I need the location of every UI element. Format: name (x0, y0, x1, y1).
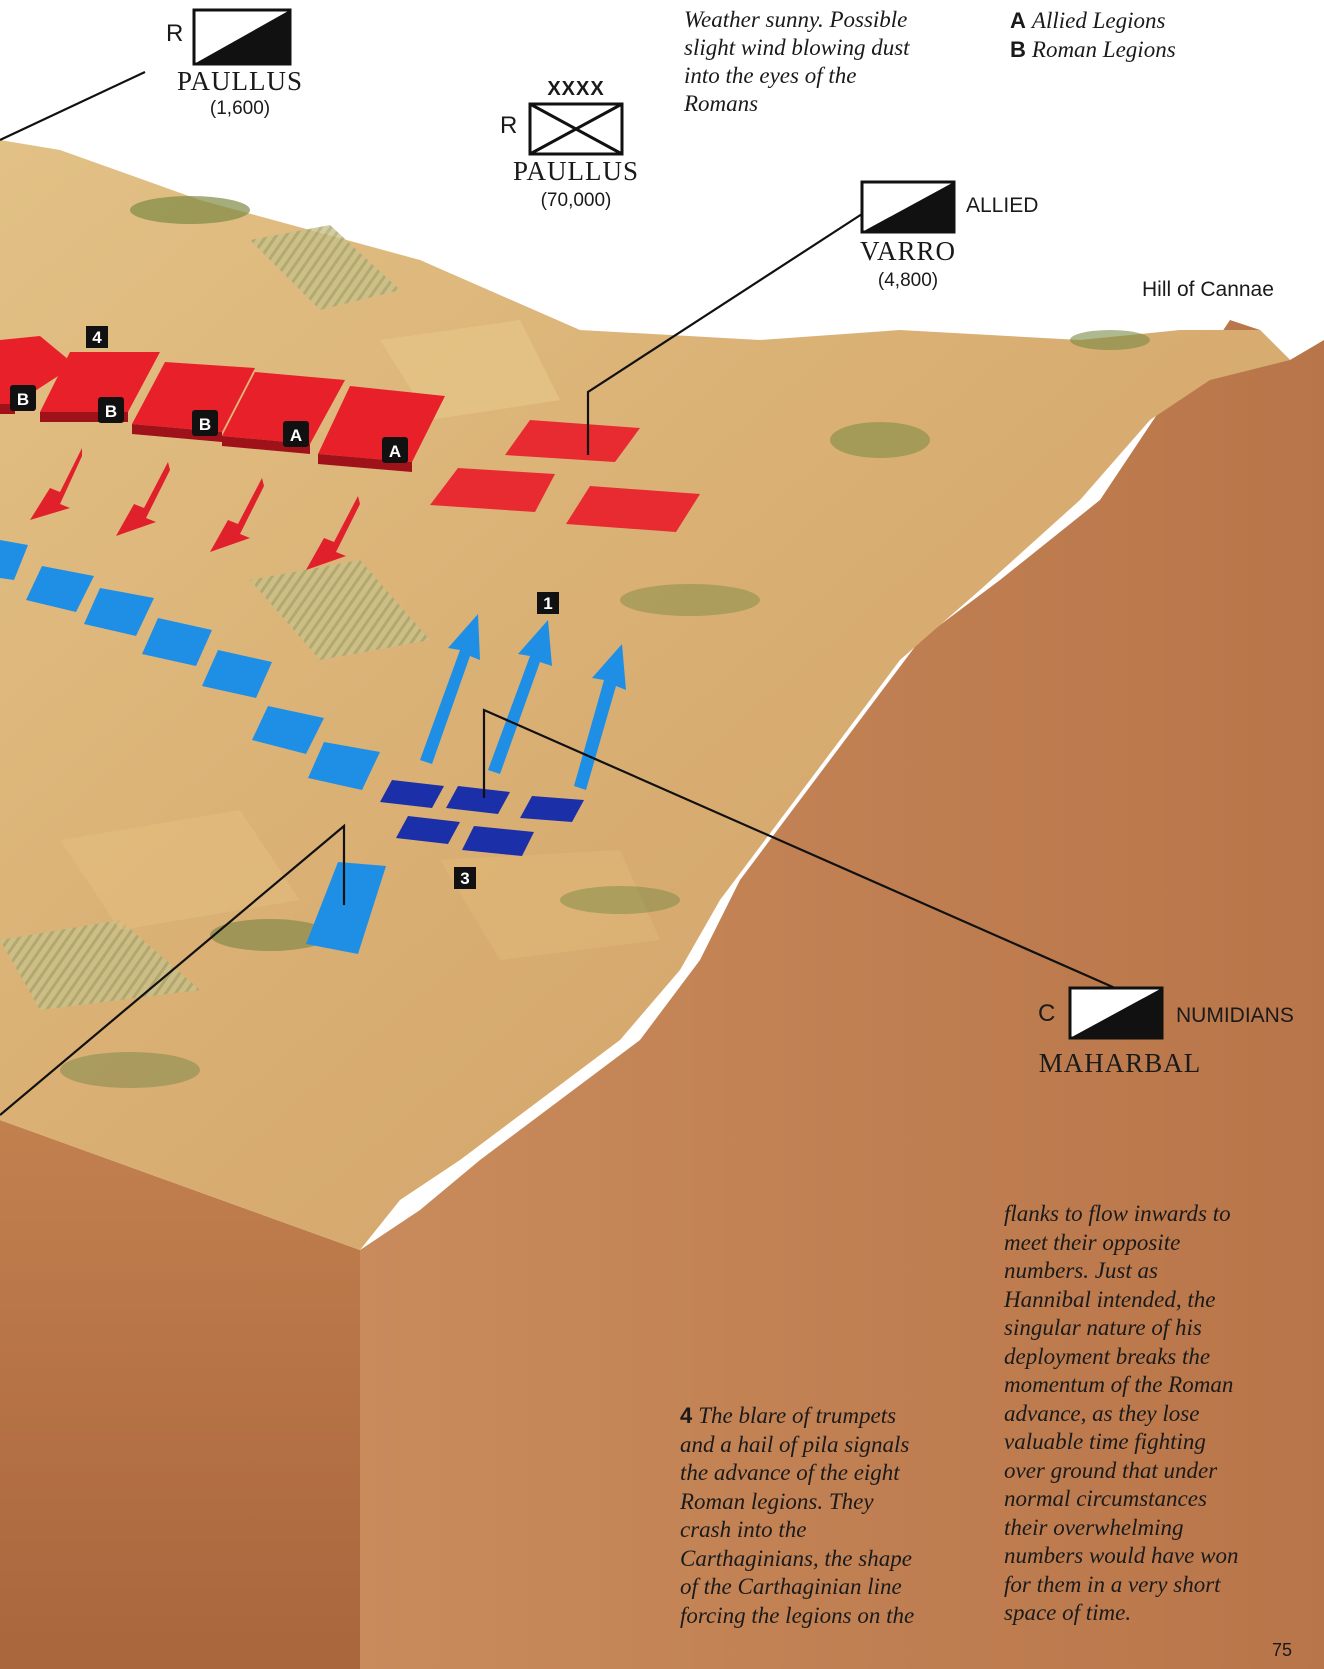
unit-type-label: ALLIED (966, 194, 1039, 217)
maharbal-symbol (1068, 986, 1164, 1040)
weather-note: Weather sunny. Possible slight wind blow… (684, 7, 910, 116)
leader-line (0, 71, 146, 141)
unit-block (396, 816, 460, 844)
paragraph-text: The blare of trumpets and a hail of pila… (680, 1403, 915, 1628)
scrub (60, 1052, 200, 1088)
page-number: 75 (1272, 1640, 1293, 1660)
unit-block (26, 566, 94, 612)
legion-block (222, 436, 310, 454)
advance-arrow (306, 496, 360, 570)
commander-name: VARRO (859, 236, 957, 266)
unit-letter: A (389, 442, 401, 461)
event-marker: 1 (543, 594, 552, 613)
advance-arrow (210, 478, 264, 552)
roman-legions (0, 336, 700, 570)
legend-key: B (1010, 37, 1026, 62)
carthaginian-line (0, 540, 626, 954)
advance-arrow (574, 644, 626, 790)
legend-label: Roman Legions (1031, 37, 1176, 62)
advance-arrow (116, 462, 170, 536)
commander-name: PAULLUS (512, 156, 640, 186)
unit-block (252, 706, 324, 754)
unit-type-label: NUMIDIANS (1176, 1004, 1294, 1027)
event-marker: 3 (460, 869, 469, 888)
commander-name: PAULLUS (176, 66, 304, 96)
scrub (210, 919, 330, 951)
cliff-front (0, 1120, 360, 1669)
unit-letter: B (199, 415, 211, 434)
legend-key: A (1010, 8, 1026, 33)
cliff-side (360, 320, 1324, 1669)
unit-block (142, 618, 212, 666)
paragraph-number: 4 (680, 1403, 693, 1428)
commander-strength: (70,000) (540, 190, 612, 211)
event-markers: 4 1 3 (86, 326, 559, 889)
scrub (1070, 330, 1150, 350)
unit-letter: B (17, 390, 29, 409)
legion-block (40, 352, 160, 412)
unit-block (462, 826, 534, 856)
legion-block (566, 486, 700, 532)
unit-block (308, 742, 380, 790)
scrub (830, 422, 930, 458)
event-marker: 4 (92, 328, 102, 347)
paullus-army-symbol (528, 102, 624, 156)
legion-block (505, 420, 640, 462)
side-label: R (166, 20, 184, 47)
field-plot (60, 810, 300, 930)
leader-lines (0, 71, 1116, 1116)
advance-arrow (30, 448, 82, 520)
paullus-cavalry-symbol (192, 8, 292, 66)
commander-name: MAHARBAL (1038, 1048, 1202, 1078)
varro-symbol (860, 180, 956, 234)
scrub (130, 196, 250, 224)
legion-block (222, 372, 345, 444)
legion-block (318, 454, 412, 472)
unit-block (306, 862, 386, 954)
commander-strength: (4,800) (877, 270, 939, 291)
narrative-continuation: flanks to flow inwards to meet their opp… (1004, 1201, 1239, 1625)
field-strip (250, 225, 400, 310)
commander-strength: (1,600) (209, 98, 271, 119)
side-label: R (500, 112, 518, 139)
side-label: C (1038, 1000, 1056, 1027)
place-label: Hill of Cannae (1142, 278, 1274, 301)
scrub (620, 584, 760, 616)
advance-arrow (420, 614, 480, 764)
field-strip (250, 560, 430, 660)
advance-arrow (488, 620, 552, 774)
unit-block (446, 786, 510, 814)
unit-block (520, 796, 584, 822)
unit-block (380, 780, 444, 808)
legion-block (132, 362, 255, 432)
scrub (560, 886, 680, 914)
unit-letter: A (290, 426, 302, 445)
unit-letter: B (105, 402, 117, 421)
unit-letters: B B B A A (10, 385, 408, 463)
legend-label: Allied Legions (1031, 8, 1166, 33)
unit-block (202, 650, 272, 698)
unit-block (0, 540, 28, 580)
field-strip (0, 920, 200, 1010)
legion-block (430, 468, 555, 512)
unit-block (84, 588, 154, 636)
leader-line (482, 708, 1116, 990)
field-plot (440, 850, 660, 960)
legion-block (318, 386, 445, 462)
leader-line (0, 823, 346, 1116)
leader-line (586, 213, 863, 455)
size-mark: XXXX (547, 78, 605, 100)
legion-block (132, 424, 222, 442)
